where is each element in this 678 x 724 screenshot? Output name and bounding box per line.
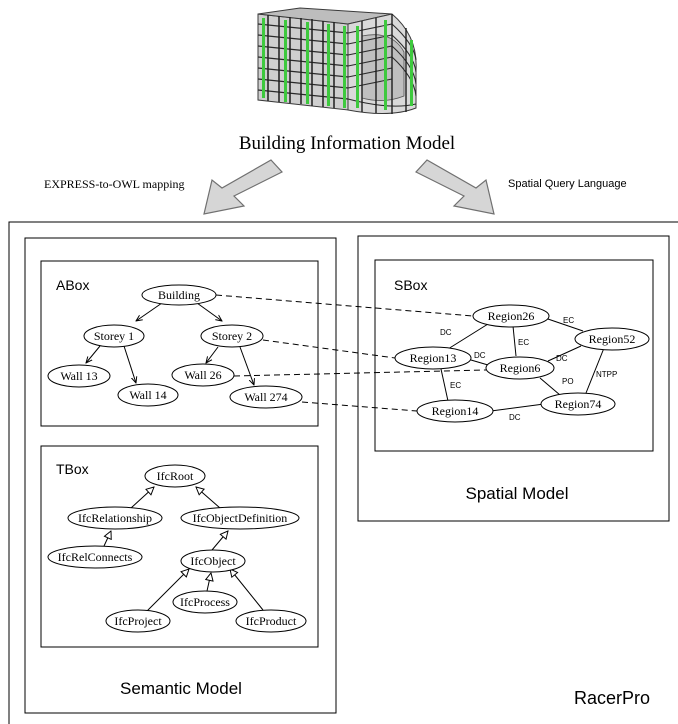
svg-text:Region6: Region6 (500, 361, 541, 375)
sbox-label: SBox (394, 277, 427, 293)
racerpro-label: RacerPro (574, 688, 650, 708)
edge-label-26-6: EC (518, 338, 529, 347)
tbox-label: TBox (56, 461, 89, 477)
sbox-node-region52: Region52 (574, 327, 650, 351)
svg-text:Wall 13: Wall 13 (60, 369, 97, 383)
svg-text:Region13: Region13 (410, 351, 457, 365)
abox-node-building: Building (141, 284, 217, 306)
abox-node-storey-1: Storey 1 (83, 324, 145, 348)
svg-text:IfcProject: IfcProject (114, 614, 162, 628)
svg-text:IfcRelationship: IfcRelationship (78, 511, 152, 525)
edge-label-14-74: DC (509, 413, 521, 422)
express-to-owl-label: EXPRESS-to-OWL mapping (44, 177, 185, 191)
racerpro-container (8, 221, 678, 724)
bim-title: Building Information Model (239, 133, 455, 154)
svg-text:IfcRelConnects: IfcRelConnects (58, 550, 133, 564)
svg-text:Region52: Region52 (589, 332, 636, 346)
semantic-model-box (24, 237, 337, 714)
svg-text:Building: Building (158, 288, 200, 302)
mapping-building-region26 (215, 294, 474, 317)
abox-sbox-mappings (215, 294, 487, 412)
right-query-arrow (415, 159, 495, 215)
tbox-node-ifcobject: IfcObject (180, 549, 246, 573)
svg-text:Region14: Region14 (432, 404, 479, 418)
spatial-query-label: Spatial Query Language (508, 178, 627, 190)
abox-box (40, 260, 319, 427)
tbox-node-ifcrelationship: IfcRelationship (67, 506, 163, 530)
svg-text:Storey 1: Storey 1 (94, 329, 134, 343)
sbox-node-region14: Region14 (416, 399, 494, 423)
svg-text:Wall 26: Wall 26 (184, 368, 221, 382)
edge-label-13-14: EC (450, 381, 461, 390)
spatial-model-box (357, 235, 670, 522)
spatial-model-label: Spatial Model (465, 484, 568, 503)
sbox-edges (440, 317, 605, 412)
left-mapping-arrow (203, 159, 283, 215)
abox-edges (86, 302, 254, 385)
abox-node-storey-2: Storey 2 (200, 324, 264, 348)
building-model-image (257, 7, 417, 115)
semantic-model-label: Semantic Model (120, 679, 242, 698)
svg-text:IfcObject: IfcObject (190, 554, 236, 568)
svg-text:Storey 2: Storey 2 (212, 329, 252, 343)
tbox-node-ifcproduct: IfcProduct (235, 609, 307, 633)
edge-label-6-74: PO (562, 377, 574, 386)
abox-node-wall-13: Wall 13 (47, 364, 111, 388)
svg-text:Region74: Region74 (555, 397, 602, 411)
sbox-node-region74: Region74 (540, 392, 616, 416)
edge-label-26-13: DC (440, 328, 452, 337)
svg-text:Wall 14: Wall 14 (129, 388, 166, 402)
abox-node-wall-14: Wall 14 (117, 383, 179, 407)
abox-node-wall-274: Wall 274 (229, 385, 303, 409)
abox-label: ABox (56, 277, 89, 293)
mapping-wall274-region14 (301, 401, 418, 412)
abox-node-wall-26: Wall 26 (171, 363, 235, 387)
svg-text:IfcRoot: IfcRoot (157, 469, 194, 483)
edge-label-13-6: DC (474, 351, 486, 360)
tbox-node-ifcrelconnects: IfcRelConnects (47, 545, 143, 569)
mapping-storey2-region13 (262, 339, 396, 359)
tbox-node-ifcroot: IfcRoot (144, 464, 206, 488)
sbox-edge-labels: DC EC EC DC EC DC PO NTPP DC (440, 316, 617, 422)
edge-label-6-52: DC (556, 354, 568, 363)
tbox-node-ifcprocess: IfcProcess (172, 590, 238, 614)
tbox-node-ifcobjectdefinition: IfcObjectDefinition (180, 506, 300, 530)
edge-label-26-52: EC (563, 316, 574, 325)
sbox-node-region6: Region6 (485, 356, 555, 380)
sbox-node-region13: Region13 (394, 346, 472, 370)
svg-text:IfcObjectDefinition: IfcObjectDefinition (193, 511, 288, 525)
svg-text:IfcProcess: IfcProcess (180, 595, 230, 609)
svg-text:Region26: Region26 (488, 309, 535, 323)
tbox-node-ifcproject: IfcProject (105, 609, 171, 633)
sbox-node-region26: Region26 (472, 304, 550, 328)
tbox-box (40, 445, 319, 648)
mapping-wall26-region6 (233, 369, 487, 377)
svg-text:Wall 274: Wall 274 (244, 390, 287, 404)
tbox-edges (104, 487, 264, 612)
edge-label-52-74: NTPP (596, 370, 617, 379)
svg-text:IfcProduct: IfcProduct (246, 614, 297, 628)
